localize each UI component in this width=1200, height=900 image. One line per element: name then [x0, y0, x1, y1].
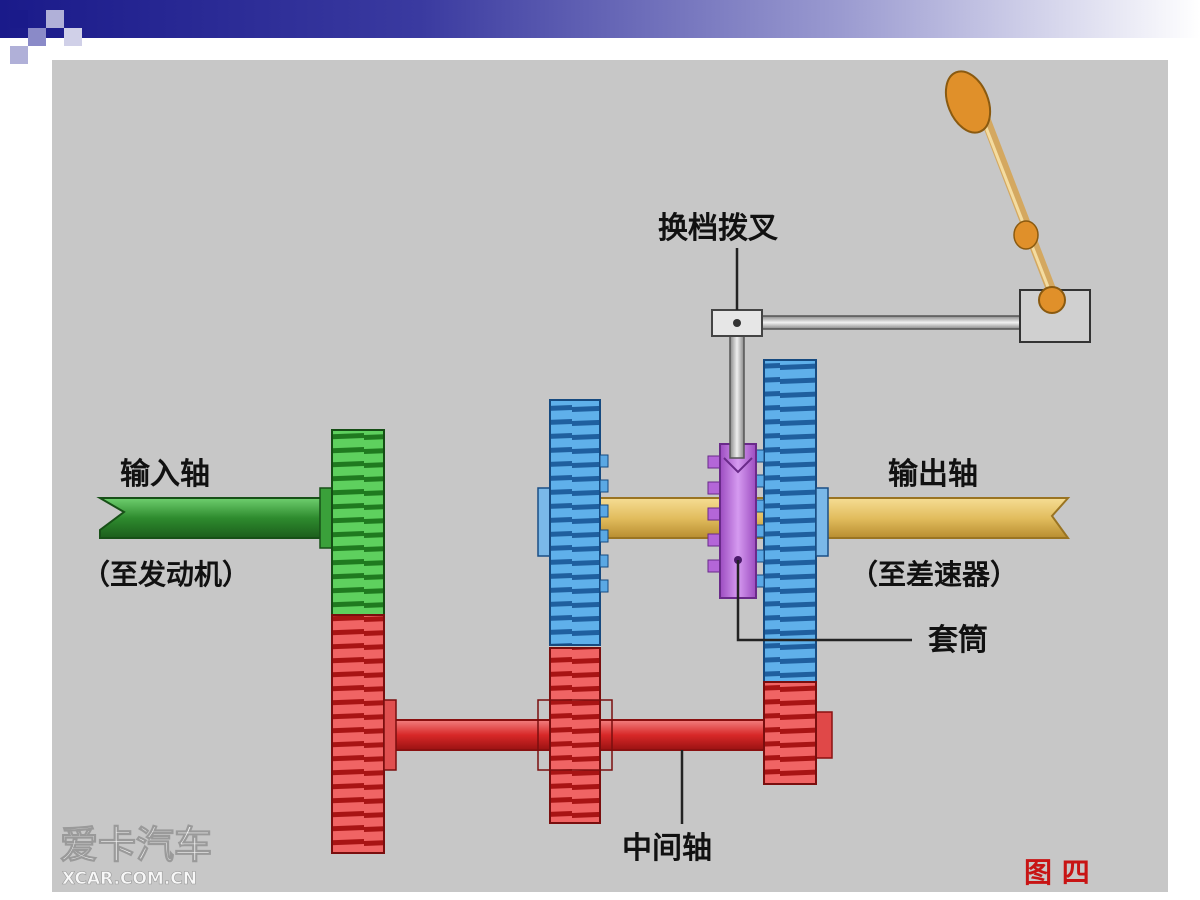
- shift-lever-knob: [944, 70, 992, 134]
- shift-lever-pivot: [1038, 286, 1066, 314]
- countershaft-gear-middle-hub: [537, 699, 613, 771]
- label-input-shaft: 输入轴: [120, 457, 210, 492]
- watermark-brand: 爱卡汽车: [60, 823, 212, 867]
- input-shaft: [96, 497, 333, 539]
- header-square-2: [28, 28, 46, 46]
- sleeve-groove: [723, 457, 753, 474]
- input-gear: [331, 429, 385, 616]
- gearbox-diagram: 输入轴 （至发动机） 输出轴 （至差速器） 换档拨叉 套筒 中间轴 图 四 爱卡…: [52, 60, 1168, 892]
- shift-lever-joint: [1013, 220, 1039, 250]
- shift-fork-vertical-rod: [729, 333, 745, 459]
- label-sleeve: 套筒: [928, 623, 988, 658]
- countershaft-gear-left-hub: [383, 699, 397, 771]
- output-gear-large-hub: [815, 487, 829, 557]
- diagram-background: [52, 60, 1168, 892]
- watermark-url: XCAR.COM.CN: [62, 869, 197, 889]
- output-gear-small-dog-teeth: [599, 454, 609, 593]
- output-shaft: [591, 497, 1071, 539]
- output-gear-large: [763, 359, 817, 683]
- leader-sleeve: [736, 560, 912, 642]
- figure-label: 图 四: [1024, 856, 1090, 889]
- header-square-4: [10, 46, 28, 64]
- header-square-1: [10, 10, 28, 28]
- label-countershaft: 中间轴: [622, 831, 712, 866]
- countershaft-gear-left: [331, 614, 385, 854]
- shift-lever-rod: [977, 105, 1057, 297]
- header-square-5: [64, 28, 82, 46]
- countershaft-gear-right: [763, 681, 817, 785]
- shift-rail: [759, 315, 1023, 330]
- label-input-note: （至发动机）: [82, 558, 250, 591]
- slide-header-band: [0, 0, 1200, 38]
- header-square-3: [46, 10, 64, 28]
- sleeve-teeth: [707, 455, 721, 573]
- shift-fork-bolt: [733, 319, 741, 327]
- label-shift-fork: 换档拨叉: [658, 211, 778, 246]
- output-gear-small: [549, 399, 601, 646]
- shift-lever-rod-highlight: [978, 110, 1052, 294]
- countershaft-collar-right: [815, 711, 833, 759]
- countershaft-gear-middle: [549, 647, 601, 824]
- label-output-note: （至差速器）: [850, 558, 1018, 591]
- countershaft: [381, 719, 823, 751]
- label-output-shaft: 输出轴: [888, 457, 978, 492]
